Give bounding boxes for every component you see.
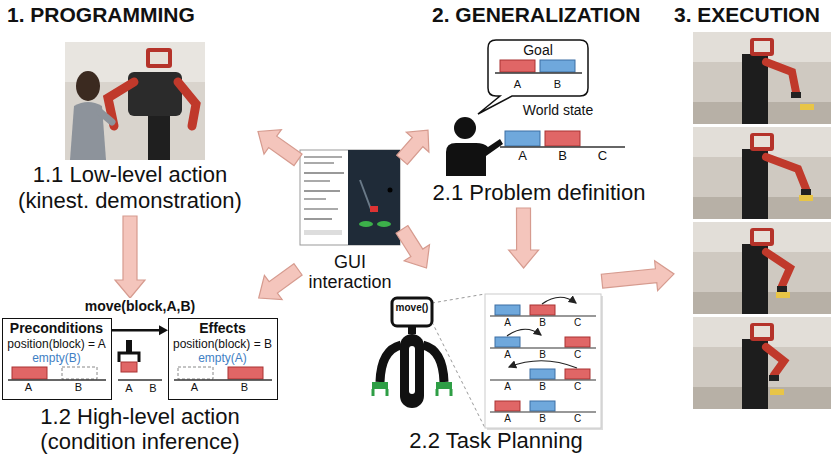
node-text: A <box>495 349 520 360</box>
node-text: position(block) = A <box>3 337 110 351</box>
node-text: C <box>585 148 620 163</box>
plan-card: ABCABCABCABC <box>485 294 601 428</box>
section-heading: 2. GENERALIZATION <box>432 2 640 27</box>
section-heading: 1. PROGRAMMING <box>7 2 195 27</box>
node-text: A <box>495 381 520 392</box>
node-text: C <box>565 317 590 328</box>
preconditions-box: Preconditionsposition(block) = Aempty(B)… <box>2 318 112 400</box>
goal-speech-bubble: GoalAB <box>488 40 588 96</box>
task-planning: move()2.2 Task PlanningABCABCABCABC <box>368 268 602 456</box>
demo-photo <box>65 42 205 160</box>
node-text: B <box>540 78 575 91</box>
node-text: 2.1 Problem definition <box>428 180 650 206</box>
node-text: B <box>530 413 555 424</box>
node-text: World state <box>506 102 610 118</box>
effects-box: Effectsposition(block) = Bempty(A) A B <box>168 318 278 400</box>
node-text: C <box>565 381 590 392</box>
node-text: Preconditions <box>3 320 110 336</box>
node-text: move() <box>392 302 432 314</box>
execution-photos <box>693 32 831 409</box>
node-text: C <box>565 349 590 360</box>
block-arrow-shape <box>396 226 429 268</box>
arrowhead <box>159 325 168 335</box>
node-text: A <box>11 381 46 394</box>
node-text: 1.1 Low-level action (kinest. demonstrat… <box>2 162 258 214</box>
block-arrow-shape <box>115 216 145 298</box>
node-text: position(block) = B <box>169 337 276 351</box>
demonstration-photo: 1.1 Low-level action (kinest. demonstrat… <box>2 40 258 216</box>
block-arrow <box>259 264 302 300</box>
node-text: 3. EXECUTION <box>674 2 829 28</box>
precondition-blocks <box>8 367 106 380</box>
person-icon <box>446 117 503 176</box>
block-arrow <box>115 216 145 298</box>
node-text: A <box>495 413 520 424</box>
node-text: GUI interaction <box>298 252 402 292</box>
block-arrow-shape <box>397 130 429 164</box>
node-text: B <box>227 381 262 394</box>
gui-panel: GUI interaction <box>298 148 402 296</box>
problem-definition: World stateABC 2.1 Problem definition <box>428 100 650 208</box>
edge-label: move(block,A,B) <box>83 298 197 314</box>
connector-line <box>112 329 159 332</box>
block-arrow-shape <box>509 208 539 268</box>
node-text: 1.2 High-level action (condition inferen… <box>2 404 278 454</box>
block-arrow <box>396 226 429 268</box>
high-level-action-group: 1.2 High-level action (condition inferen… <box>2 298 278 456</box>
node-text: Effects <box>169 320 276 336</box>
block-arrow-shape <box>601 261 674 291</box>
node-text: B <box>530 381 555 392</box>
node-text: A <box>495 317 520 328</box>
block-arrow-shape <box>259 264 302 300</box>
node-text: C <box>565 413 590 424</box>
block-arrow <box>601 261 674 291</box>
node-text: B <box>545 148 580 163</box>
position-letter: A <box>122 382 136 395</box>
block-arrow <box>509 208 539 268</box>
node-text: A <box>177 381 212 394</box>
block-arrow <box>397 130 429 164</box>
node-text: A <box>505 148 540 163</box>
gripper-move-figure <box>118 340 162 380</box>
node-text: empty(A) <box>169 351 276 365</box>
world-state-blocks <box>500 131 625 147</box>
block-arrow-shape <box>258 130 302 166</box>
node-text: B <box>530 349 555 360</box>
gui-screenshot <box>300 150 400 245</box>
node-text: empty(B) <box>3 351 110 365</box>
execution-photos: 3. EXECUTION <box>674 2 831 414</box>
position-letter: B <box>146 382 160 395</box>
block-arrow <box>258 130 302 166</box>
robot-icon <box>372 294 485 428</box>
node-text: Goal <box>488 42 588 58</box>
plan-card <box>485 294 603 430</box>
node-text: A <box>500 78 535 91</box>
node-text: B <box>61 381 96 394</box>
connector-arrow <box>112 325 168 335</box>
node-text: B <box>530 317 555 328</box>
effect-blocks <box>174 367 272 380</box>
node-text: 2.2 Task Planning <box>390 428 602 454</box>
